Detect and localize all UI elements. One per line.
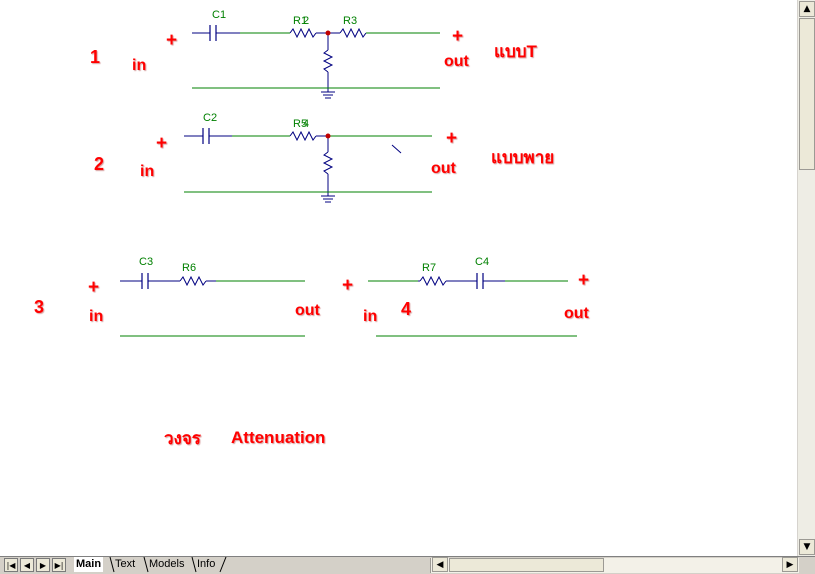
prev-icon: ◀: [23, 560, 31, 570]
part-label-r4: 4: [303, 118, 309, 130]
part-label-c1: C1: [212, 9, 226, 21]
scroll-right-button[interactable]: ▶: [782, 557, 798, 572]
arrow-down-icon: ▼: [803, 542, 811, 552]
circuit-4-low-pass: [368, 273, 577, 337]
vertical-scroll-thumb[interactable]: [799, 18, 815, 170]
tab-text[interactable]: Text: [115, 558, 136, 570]
caption-attenuation: Attenuation: [231, 428, 326, 447]
first-tab-button[interactable]: |◀: [4, 558, 18, 572]
circuit-2-type-label: แบบพาย: [491, 148, 555, 167]
circuit-3-high-pass: [120, 273, 305, 337]
prev-tab-button[interactable]: ◀: [20, 558, 34, 572]
bottom-bar: |◀ ◀ ▶ ▶| Main Text Models Info ◀ ▶: [0, 556, 815, 574]
circuit-1-number: 1: [90, 47, 101, 67]
last-tab-button[interactable]: ▶|: [52, 558, 66, 572]
circuit-3-in-label: in: [89, 308, 104, 325]
part-label-r1: R1: [293, 15, 307, 27]
tab-separators: [109, 557, 227, 573]
circuit-4-out-label: out: [564, 305, 589, 322]
circuit-1-out-label: out: [444, 53, 469, 70]
circuit-3-out-label: out: [295, 302, 320, 319]
circuit-3-in-plus: +: [88, 277, 100, 298]
scroll-down-button[interactable]: ▼: [799, 539, 815, 555]
caption-thai: วงจร: [164, 429, 201, 448]
scroll-up-button[interactable]: ▲: [799, 1, 815, 17]
scroll-left-button[interactable]: ◀: [432, 557, 448, 572]
first-icon: |◀: [6, 560, 16, 570]
circuit-4-in-plus: +: [342, 275, 354, 296]
circuit-2-out-label: out: [431, 160, 456, 177]
part-label-r2: 2: [303, 15, 309, 27]
part-label-c4: C4: [475, 256, 489, 268]
tab-models[interactable]: Models: [149, 558, 185, 570]
schematic-canvas[interactable]: C1 R1 2 R3 C2 R5 4 C3 R6 R7 C4 1 in + + …: [0, 0, 797, 555]
part-label-r3: R3: [343, 15, 357, 27]
part-label-c3: C3: [139, 256, 153, 268]
circuit-2-out-plus: +: [446, 128, 458, 149]
circuit-1-t-attenuator: [192, 25, 440, 99]
next-tab-button[interactable]: ▶: [36, 558, 50, 572]
circuit-2-in-label: in: [140, 163, 155, 180]
next-icon: ▶: [39, 560, 47, 570]
circuit-4-in-label: in: [363, 308, 378, 325]
circuit-2-number: 2: [94, 154, 105, 174]
vertical-scrollbar[interactable]: ▲ ▼: [797, 0, 815, 556]
part-label-r5: R5: [293, 118, 307, 130]
circuit-1-out-plus: +: [452, 26, 464, 47]
circuit-2-in-plus: +: [156, 133, 168, 154]
tab-info[interactable]: Info: [197, 558, 216, 570]
arrow-right-icon: ▶: [786, 559, 794, 570]
circuit-3-number: 3: [34, 297, 45, 317]
circuit-4-out-plus: +: [578, 270, 590, 291]
part-label-r7: R7: [422, 262, 436, 274]
arrow-left-icon: ◀: [436, 559, 444, 570]
circuit-4-number: 4: [401, 299, 412, 319]
circuit-2-pi-attenuator: [184, 128, 432, 203]
arrow-up-icon: ▲: [803, 4, 811, 14]
part-label-c2: C2: [203, 112, 217, 124]
last-icon: ▶|: [54, 560, 64, 570]
horizontal-scroll-thumb[interactable]: [449, 558, 604, 572]
horizontal-scrollbar[interactable]: ◀ ▶: [430, 557, 799, 573]
schematic-drawing: C1 R1 2 R3 C2 R5 4 C3 R6 R7 C4: [120, 9, 577, 337]
part-label-r6: R6: [182, 262, 196, 274]
circuit-1-in-plus: +: [166, 30, 178, 51]
circuit-1-type-label: แบบT: [494, 42, 537, 61]
tab-main[interactable]: Main: [74, 557, 104, 572]
circuit-1-in-label: in: [132, 57, 147, 74]
